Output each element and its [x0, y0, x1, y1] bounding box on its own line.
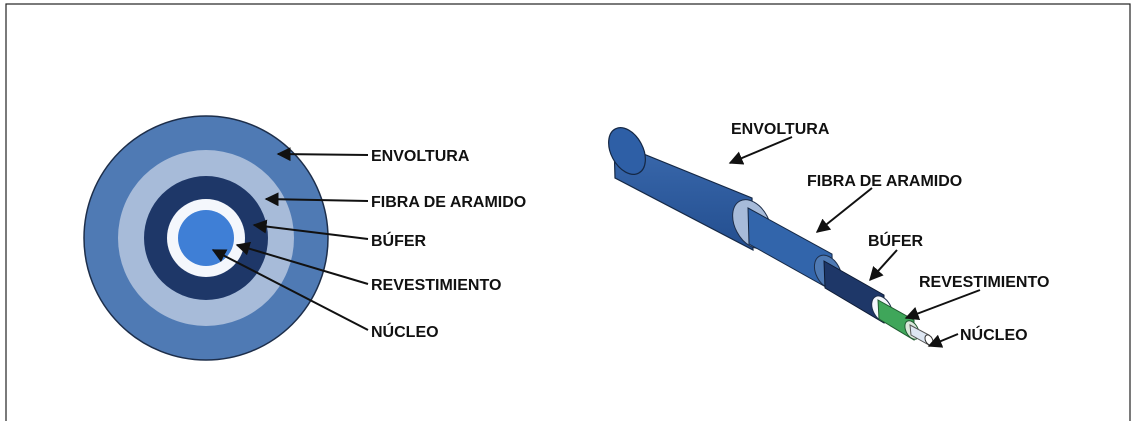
cable-bufer-arrow: [869, 249, 898, 282]
cable-envoltura-arrow: [728, 136, 793, 165]
cross-revestimiento-arrow: [235, 241, 369, 285]
cable-envoltura: [613, 141, 754, 251]
cross-label-envoltura: ENVOLTURA: [371, 148, 470, 165]
cable-fibra-arrow: [815, 187, 873, 233]
cross-label-revestimiento: REVESTIMIENTO: [371, 277, 501, 294]
cable-label-envoltura: ENVOLTURA: [731, 121, 830, 138]
cable-label-nucleo: NÚCLEO: [960, 325, 1028, 344]
cable-envoltura-back-cap: [608, 127, 646, 175]
cable-bufer: [823, 260, 885, 324]
cross-label-bufer: BÚFER: [371, 231, 427, 250]
cable-nucleo-arrow: [927, 333, 959, 348]
frame-border: [5, 3, 1131, 426]
cross-nucleo-arrow: [211, 249, 369, 331]
cross-label-fibra: FIBRA DE ARAMIDO: [371, 194, 526, 211]
cross-section: ENVOLTURA FIBRA DE ARAMIDO BÚFER REVESTI…: [83, 115, 526, 361]
cross-envoltura-arrow: [276, 147, 369, 162]
cross-fibra-arrow: [264, 192, 369, 207]
cable-label-revestimiento: REVESTIMIENTO: [919, 274, 1049, 291]
cable-view: ENVOLTURA FIBRA DE ARAMIDO BÚFER REVESTI…: [608, 121, 1049, 348]
cable-label-fibra: FIBRA DE ARAMIDO: [807, 173, 962, 190]
cable-label-bufer: BÚFER: [868, 231, 924, 250]
cross-bufer-arrow: [252, 219, 369, 240]
cable-revestimiento-arrow: [904, 289, 981, 321]
cross-label-nucleo: NÚCLEO: [371, 322, 439, 341]
